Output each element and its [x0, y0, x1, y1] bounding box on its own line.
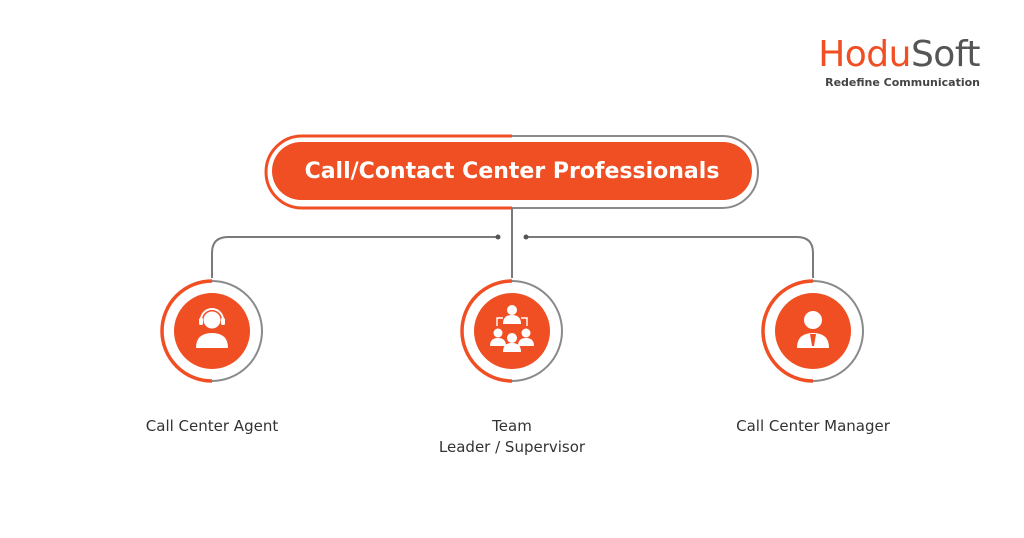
- headset-agent-icon: [196, 308, 228, 348]
- root-pill-ring: [264, 134, 759, 210]
- connector-lines: [211, 208, 814, 278]
- hodusoft-logo: HoduSoft Redefine Communication: [818, 34, 980, 90]
- connector-dot-left: [495, 234, 501, 240]
- logo-tagline: Redefine Communication: [825, 76, 980, 89]
- connector-dot-right: [523, 234, 529, 240]
- label-call-center-manager: Call Center Manager: [736, 417, 890, 435]
- node-call-center-manager: [761, 279, 864, 383]
- team-supervisor-icon: [490, 305, 534, 352]
- label-team-leader-supervisor: Team Leader / Supervisor: [438, 417, 586, 456]
- node-team-leader-supervisor: [460, 279, 563, 383]
- logo-wordmark: HoduSoft: [818, 34, 980, 75]
- root-title: Call/Contact Center Professionals: [272, 142, 752, 200]
- manager-icon: [797, 311, 829, 348]
- node-call-center-agent: [160, 279, 263, 383]
- label-call-center-agent: Call Center Agent: [145, 417, 279, 435]
